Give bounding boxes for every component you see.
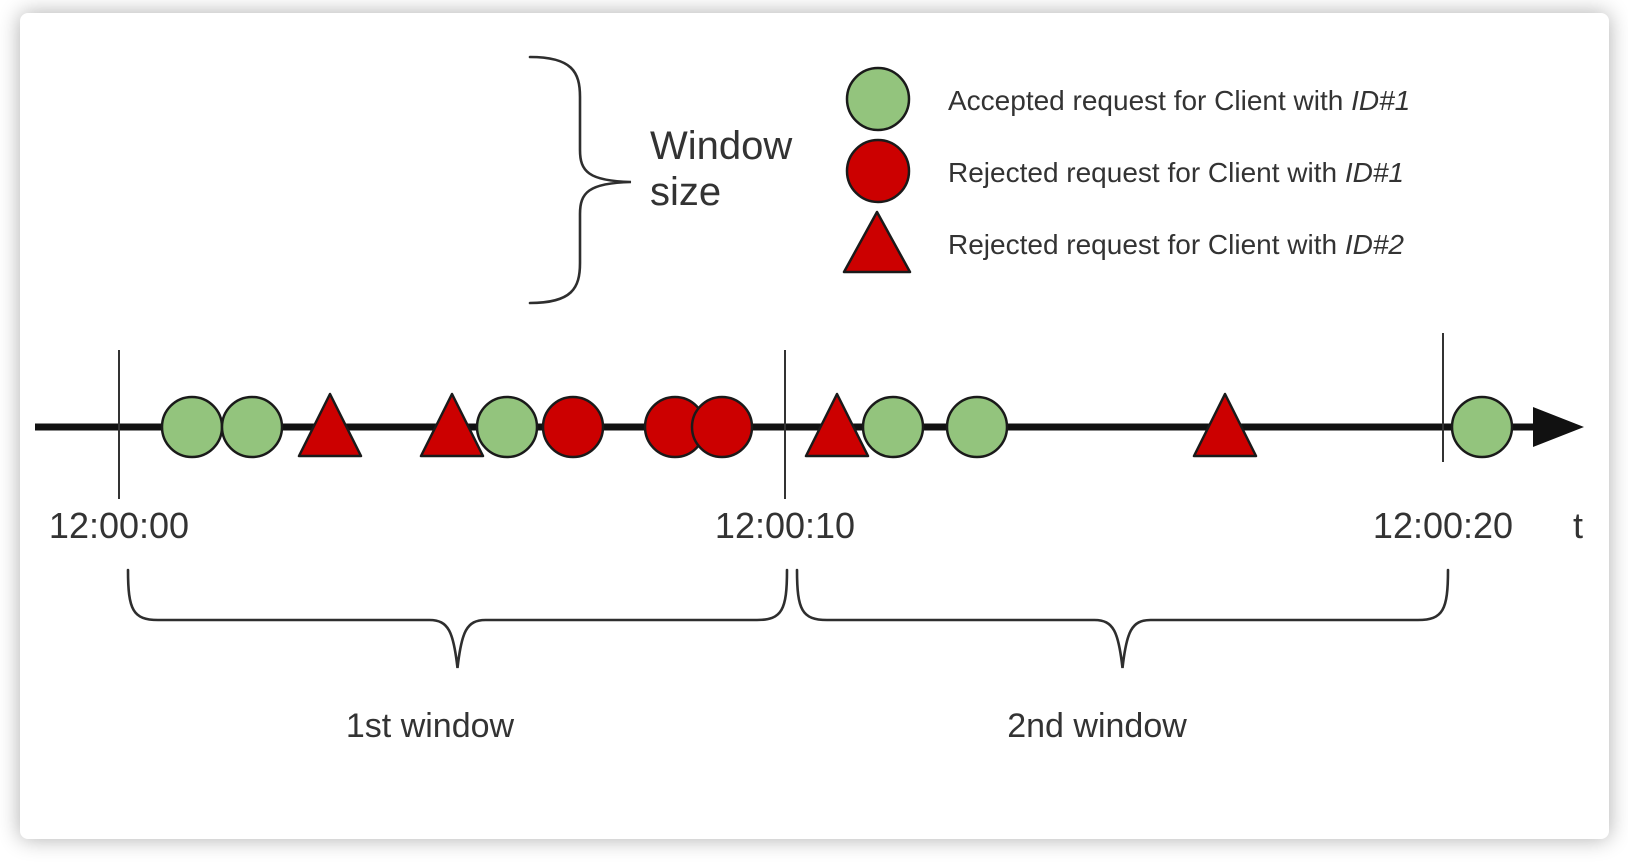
- timeline-axis: t: [35, 407, 1584, 546]
- request-markers: [160, 392, 1514, 459]
- rejected-request-triangle-marker: [297, 392, 363, 458]
- accepted-request-circle-marker: [945, 395, 1009, 459]
- legend-rejected-request-id1-icon: [845, 138, 911, 204]
- accepted-request-circle-marker: [160, 395, 224, 459]
- legend-accepted-request-id1-icon: [845, 66, 911, 132]
- legend-label-rejected-request-id1: Rejected request for Client with ID#1: [948, 157, 1404, 188]
- rejected-request-triangle-marker: [1192, 392, 1258, 458]
- tick-label-12:00:10: 12:00:10: [715, 505, 855, 546]
- rejected-request-triangle-marker: [804, 392, 870, 458]
- window-brace-2: [795, 568, 1450, 669]
- window-braces: 1st window 2nd window: [126, 568, 1450, 745]
- axis-t-label: t: [1573, 505, 1583, 546]
- accepted-request-circle-marker: [475, 395, 539, 459]
- tick-label-12:00:20: 12:00:20: [1373, 505, 1513, 546]
- rejected-request-circle-marker: [690, 395, 754, 459]
- tick-label-12:00:00: 12:00:00: [49, 505, 189, 546]
- axis-arrowhead-icon: [1533, 407, 1584, 447]
- window-brace-1: [126, 568, 789, 669]
- window-label-1: 1st window: [346, 707, 515, 745]
- legend-rejected-request-id2-icon: [842, 210, 912, 274]
- accepted-request-circle-marker: [220, 395, 284, 459]
- accepted-request-circle-marker: [861, 395, 925, 459]
- window-size-label-line1: Window: [650, 124, 792, 168]
- rejected-request-triangle-marker: [419, 392, 485, 458]
- timeline-ticks: 12:00:00 12:00:10 12:00:20: [49, 333, 1513, 546]
- window-label-2: 2nd window: [1007, 707, 1187, 745]
- rejected-request-circle-marker: [541, 395, 605, 459]
- legend-label-accepted-request-id1: Accepted request for Client with ID#1: [948, 85, 1410, 116]
- legend: Accepted request for Client with ID#1Rej…: [842, 66, 1410, 274]
- window-size-label-line2: size: [650, 170, 721, 214]
- accepted-request-circle-marker: [1450, 395, 1514, 459]
- window-size-brace: [528, 55, 632, 305]
- legend-label-rejected-request-id2: Rejected request for Client with ID#2: [948, 229, 1404, 260]
